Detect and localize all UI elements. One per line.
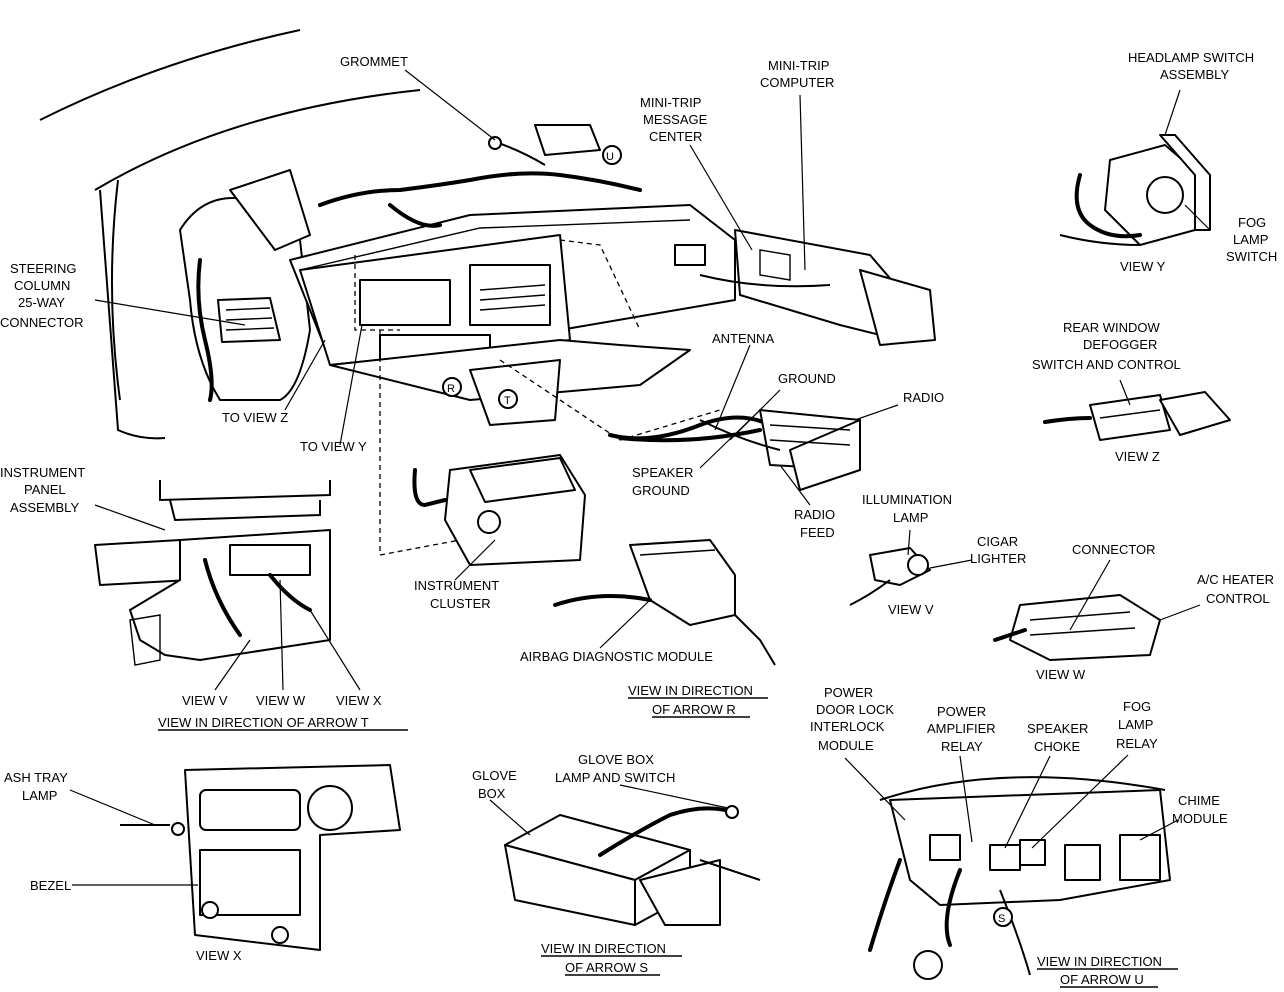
label-amp-relay-1: POWER [937, 704, 986, 719]
view-z-defogger [1043, 391, 1231, 441]
label-fog-relay-3: RELAY [1116, 736, 1158, 751]
label-connector: CONNECTOR [1072, 542, 1156, 557]
label-speaker-ground-2: GROUND [632, 483, 690, 498]
label-defogger-2: DEFOGGER [1083, 337, 1157, 352]
label-to-view-z: TO VIEW Z [222, 410, 288, 425]
arrow-t-marker [498, 389, 518, 409]
label-view-v-small: VIEW V [888, 602, 934, 617]
label-speaker-choke-1: SPEAKER [1027, 721, 1088, 736]
label-fog-lamp-switch-2: LAMP [1233, 232, 1268, 247]
arrow-r-letter: R [447, 383, 455, 395]
label-amp-relay-3: RELAY [941, 739, 983, 754]
label-fog-lamp-switch-3: SWITCH [1226, 249, 1277, 264]
label-ash-tray-2: LAMP [22, 788, 57, 803]
label-speaker-ground-1: SPEAKER [632, 465, 693, 480]
view-y-headlamp-switch [1059, 134, 1211, 246]
airbag-module [553, 539, 776, 666]
label-arrow-u-1: VIEW IN DIRECTION [1037, 954, 1162, 969]
label-cluster-2: CLUSTER [430, 596, 491, 611]
arrow-s-letter: S [998, 913, 1005, 925]
label-steering-1: STEERING [10, 261, 76, 276]
label-chime-1: CHIME [1178, 793, 1220, 808]
label-arrow-t: VIEW IN DIRECTION OF ARROW T [158, 715, 369, 730]
label-illumination-1: ILLUMINATION [862, 492, 952, 507]
label-ac-heater-1: A/C HEATER [1197, 572, 1274, 587]
label-radio-feed-1: RADIO [794, 507, 835, 522]
label-glove-switch-1: GLOVE BOX [578, 752, 654, 767]
label-glove-switch-2: LAMP AND SWITCH [555, 770, 675, 785]
label-ip-assembly-3: ASSEMBLY [10, 500, 79, 515]
label-message-center-3: CENTER [649, 129, 702, 144]
label-fog-relay-2: LAMP [1118, 717, 1153, 732]
label-fog-lamp-switch-1: FOG [1238, 215, 1266, 230]
callout-labels: GROMMET MINI-TRIP COMPUTER MINI-TRIP MES… [0, 50, 1277, 988]
label-door-lock-2: DOOR LOCK [816, 702, 894, 717]
label-bezel: BEZEL [30, 878, 71, 893]
label-arrow-u-2: OF ARROW U [1060, 972, 1144, 987]
arrow-r-marker [442, 377, 462, 397]
label-illumination-2: LAMP [893, 510, 928, 525]
leader-lines [69, 69, 1211, 886]
arrow-t-letter: T [504, 395, 511, 407]
label-mini-trip-computer-2: COMPUTER [760, 75, 834, 90]
label-view-z: VIEW Z [1115, 449, 1160, 464]
label-ac-heater-2: CONTROL [1206, 591, 1270, 606]
label-chime-2: MODULE [1172, 811, 1228, 826]
label-steering-3: 25-WAY [18, 295, 65, 310]
label-airbag: AIRBAG DIAGNOSTIC MODULE [520, 649, 713, 664]
label-door-lock-1: POWER [824, 685, 873, 700]
label-headlamp-1: HEADLAMP SWITCH [1128, 50, 1254, 65]
label-headlamp-2: ASSEMBLY [1160, 67, 1229, 82]
label-view-w: VIEW W [256, 693, 306, 708]
arrow-u-marker [602, 145, 622, 165]
arrow-u-view: S [868, 776, 1171, 980]
label-view-x-bottom: VIEW X [196, 948, 242, 963]
instrument-cluster [412, 454, 586, 566]
label-ground: GROUND [778, 371, 836, 386]
label-fog-relay-1: FOG [1123, 699, 1151, 714]
label-message-center-1: MINI-TRIP [640, 95, 701, 110]
label-view-w-small: VIEW W [1036, 667, 1086, 682]
label-cluster-1: INSTRUMENT [414, 578, 499, 593]
label-view-v: VIEW V [182, 693, 228, 708]
label-defogger-3: SWITCH AND CONTROL [1032, 357, 1181, 372]
view-s-glove-box [504, 805, 761, 926]
label-arrow-r-2: OF ARROW R [652, 702, 736, 717]
label-steering-4: CONNECTOR [0, 315, 84, 330]
label-ash-tray-1: ASH TRAY [4, 770, 68, 785]
label-ip-assembly-2: PANEL [24, 482, 66, 497]
view-v-cigar-lighter [849, 547, 931, 606]
label-defogger-1: REAR WINDOW [1063, 320, 1161, 335]
arrow-u-letter: U [606, 151, 614, 163]
radio-assembly [618, 409, 861, 491]
label-ip-assembly-1: INSTRUMENT [0, 465, 85, 480]
label-radio-feed-2: FEED [800, 525, 835, 540]
label-view-y: VIEW Y [1120, 259, 1166, 274]
label-glove-box-2: BOX [478, 786, 506, 801]
label-steering-2: COLUMN [14, 278, 70, 293]
label-view-x: VIEW X [336, 693, 382, 708]
label-arrow-r-1: VIEW IN DIRECTION [628, 683, 753, 698]
view-x-bezel [120, 764, 401, 951]
label-cigar-2: LIGHTER [970, 551, 1026, 566]
label-message-center-2: MESSAGE [643, 112, 708, 127]
label-door-lock-3: INTERLOCK [810, 719, 885, 734]
label-to-view-y: TO VIEW Y [300, 439, 367, 454]
label-amp-relay-2: AMPLIFIER [927, 721, 996, 736]
label-grommet: GROMMET [340, 54, 408, 69]
label-arrow-s-1: VIEW IN DIRECTION [541, 941, 666, 956]
label-glove-box-1: GLOVE [472, 768, 517, 783]
label-antenna: ANTENNA [712, 331, 774, 346]
label-radio: RADIO [903, 390, 944, 405]
label-arrow-s-2: OF ARROW S [565, 960, 648, 975]
label-speaker-choke-2: CHOKE [1034, 739, 1081, 754]
label-cigar-1: CIGAR [977, 534, 1018, 549]
arrow-t-view [94, 480, 331, 666]
label-door-lock-4: MODULE [818, 738, 874, 753]
main-dash-assembly: U R T [39, 29, 936, 556]
label-mini-trip-computer-1: MINI-TRIP [768, 58, 829, 73]
view-w-ac-heater [993, 594, 1161, 661]
